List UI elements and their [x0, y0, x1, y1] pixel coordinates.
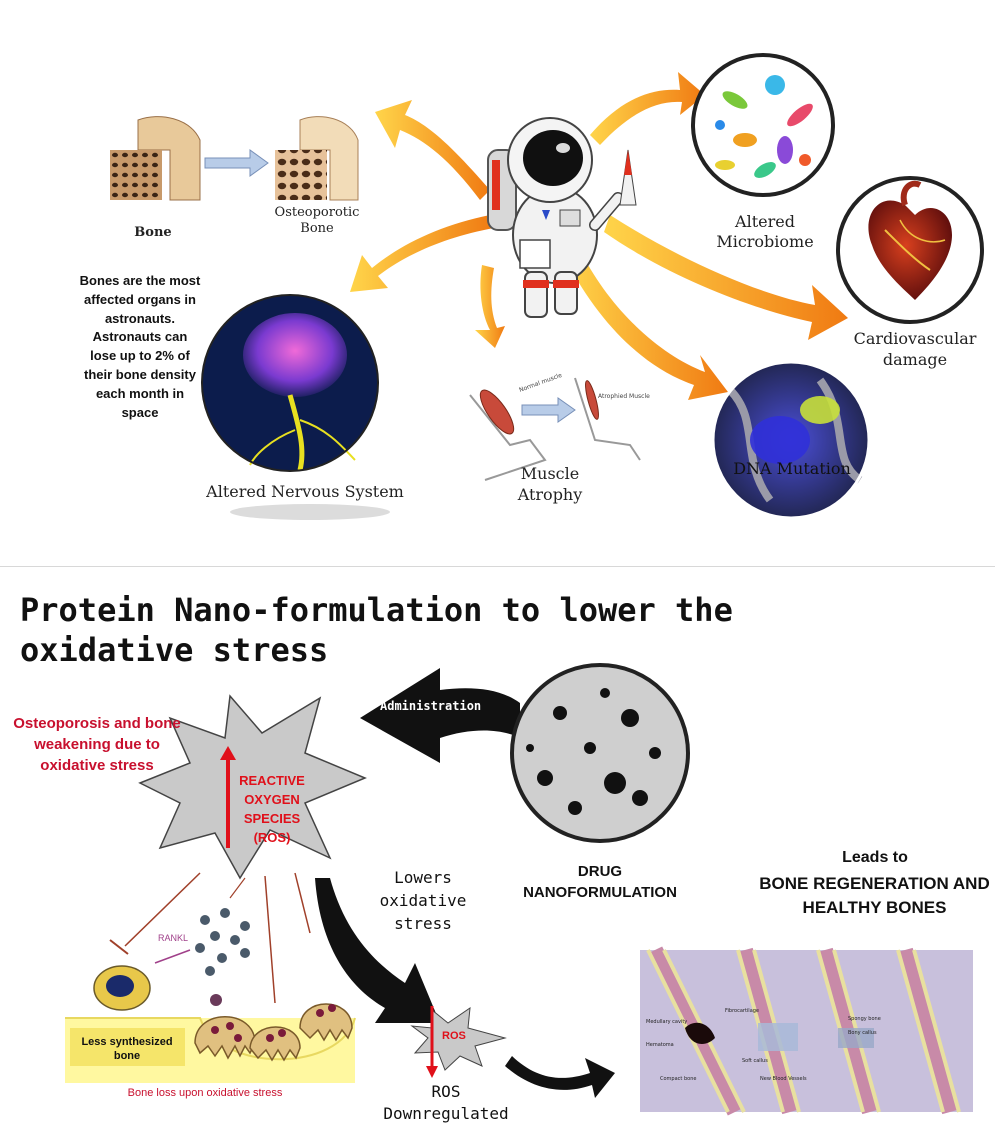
- arrow-to-bone: [375, 100, 490, 200]
- fracture-label-spongy: Spongy bone: [848, 1016, 881, 1022]
- fracture-label-hematoma: Hematoma: [646, 1042, 674, 1048]
- drug-nanoformulation-label: DRUG NANOFORMULATION: [523, 863, 677, 901]
- ros-small-star: [410, 1006, 507, 1078]
- healthy-bone-image: [110, 116, 201, 201]
- osteoporosis-note: Osteoporosis and bone weakening due to o…: [13, 715, 181, 774]
- fracture-label-soft-callus: Soft callus: [742, 1058, 768, 1064]
- microbiome-label: Altered Microbiome: [716, 212, 814, 251]
- dna-mutation-label: DNA Mutation: [733, 459, 851, 478]
- bone-loss-illustration: [65, 872, 356, 1083]
- administration-label: Administration: [380, 699, 482, 713]
- drug-nanoformulation-image: [510, 663, 690, 843]
- panel-divider: [0, 566, 995, 567]
- less-bone-label: Less synthesized bone: [81, 1036, 173, 1062]
- arrow-to-microbiome: [590, 72, 705, 145]
- osteoporotic-bone-label: Osteoporotic Bone: [274, 205, 360, 236]
- space-effects-diagram: Normal muscle Atrophied Muscle: [110, 53, 984, 520]
- astronaut-illustration: [487, 117, 637, 318]
- fracture-label-vessels: New Blood Vessels: [760, 1076, 807, 1082]
- rankl-label: RANKL: [158, 933, 189, 943]
- ros-downregulated-label: ROS Downregulated: [383, 1082, 509, 1123]
- bone-loss-caption: Bone loss upon oxidative stress: [127, 1087, 283, 1099]
- nanoformulation-diagram: Medullary cavity Hematoma Compact bone F…: [65, 663, 973, 1116]
- bones-note-text: Bones are the most affected organs in as…: [79, 273, 201, 420]
- fracture-healing-image: Medullary cavity Hematoma Compact bone F…: [640, 946, 973, 1116]
- dna-image: [711, 360, 871, 520]
- arrow-to-muscle: [475, 265, 505, 348]
- lowers-stress-label: Lowers oxidative stress: [379, 868, 467, 933]
- bone-transition-arrow: [204, 149, 269, 177]
- muscle-normal-tag: Normal muscle: [518, 372, 563, 394]
- arrow-to-nervous: [350, 215, 494, 292]
- muscle-atrophy-label: Muscle Atrophy: [517, 464, 583, 504]
- fracture-label-bony-callus: Bony callus: [848, 1030, 877, 1036]
- muscle-image: Normal muscle Atrophied Muscle: [469, 372, 650, 481]
- microbiome-image: [691, 53, 835, 197]
- cardiovascular-label: Cardiovascular damage: [853, 329, 977, 369]
- osteoporotic-bone-image: [275, 116, 359, 201]
- bottom-title: Protein Nano-formulation to lower the ox…: [20, 591, 733, 669]
- nervous-system-image: [201, 294, 379, 472]
- ros-star: [138, 694, 367, 880]
- muscle-atrophied-tag: Atrophied Muscle: [598, 393, 650, 400]
- bone-regeneration-label: BONE REGENERATION AND HEALTHY BONES: [759, 874, 990, 917]
- fracture-label-compact: Compact bone: [660, 1076, 696, 1082]
- nervous-system-label: Altered Nervous System: [206, 482, 404, 501]
- regeneration-arrow: [505, 1056, 615, 1098]
- arrow-to-cardio: [604, 215, 848, 340]
- shadow-decoration: [230, 504, 390, 520]
- fracture-label-fibrocartilage: Fibrocartilage: [725, 1008, 759, 1014]
- leads-to-label: Leads to: [842, 849, 908, 866]
- ros-small-label: ROS: [442, 1030, 466, 1042]
- fracture-label-medullary: Medullary cavity: [646, 1019, 687, 1025]
- administration-arrow: [360, 668, 520, 763]
- lowers-stress-arrow: [315, 878, 440, 1023]
- heart-image: [836, 176, 984, 324]
- bone-label: Bone: [134, 225, 172, 240]
- ros-star-label: REACTIVE OXYGEN SPECIES (ROS): [239, 773, 305, 845]
